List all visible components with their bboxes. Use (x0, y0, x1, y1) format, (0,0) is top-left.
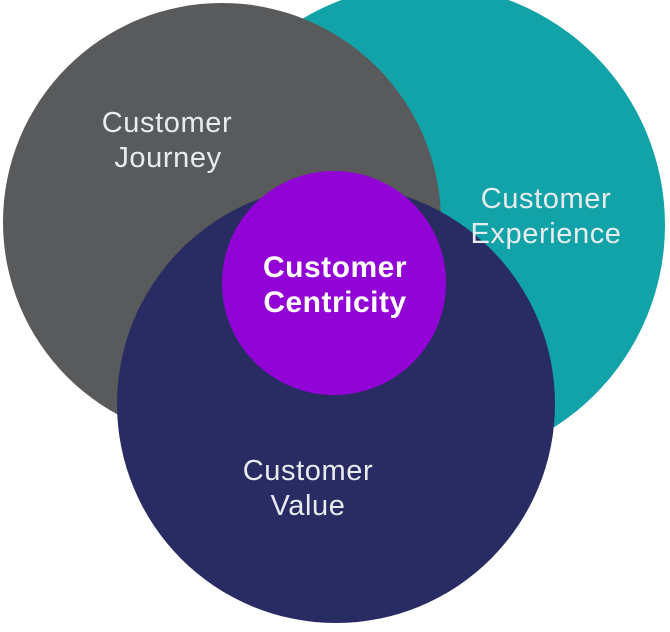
customer-journey-label-line2: Journey (114, 142, 221, 174)
customer-centricity-label-line2: Centricity (263, 286, 406, 319)
customer-journey-label-line1: Customer (102, 107, 233, 139)
customer-centricity-circle (222, 171, 446, 395)
customer-value-label-line2: Value (270, 490, 345, 522)
customer-value-label-line1: Customer (243, 455, 374, 487)
customer-centricity-label-line1: Customer (263, 251, 407, 284)
customer-experience-label-line1: Customer (481, 183, 612, 215)
customer-experience-label-line2: Experience (470, 218, 621, 250)
